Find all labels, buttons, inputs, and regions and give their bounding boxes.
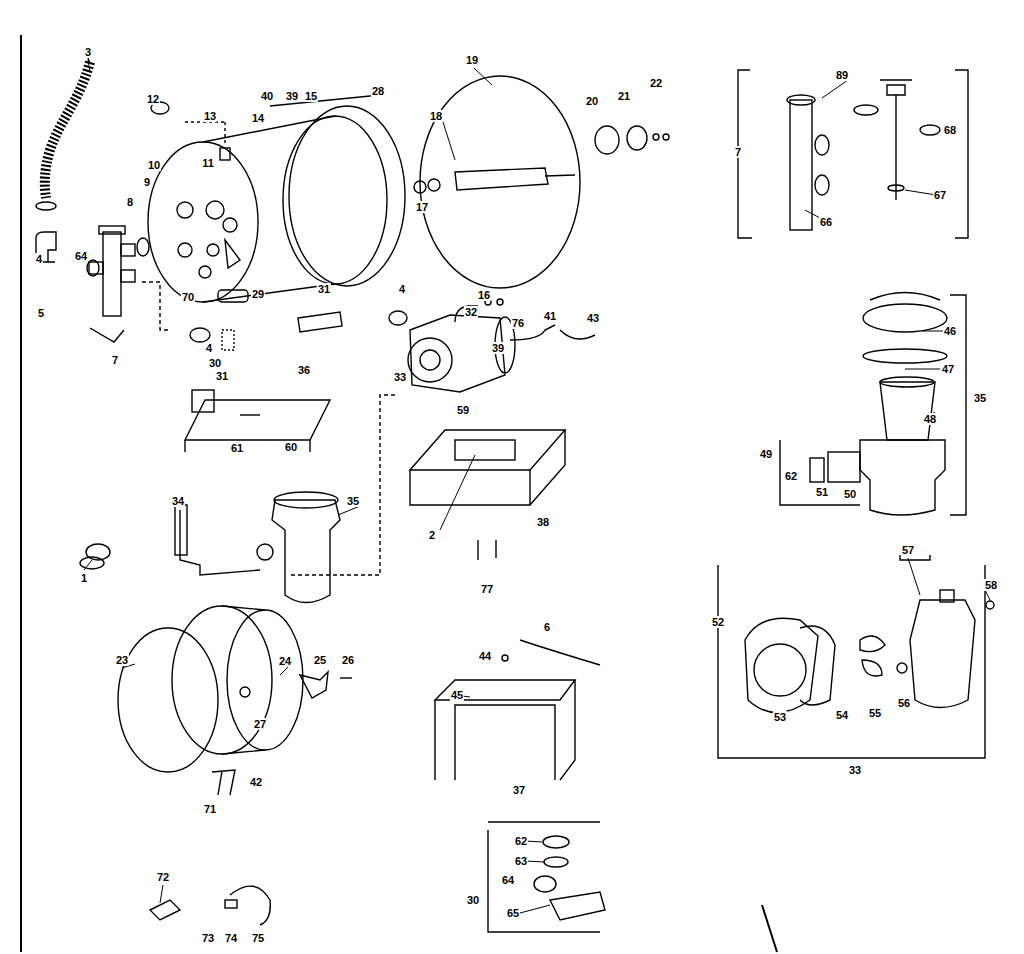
callout-number: 6 — [543, 621, 551, 633]
callout-number: 54 — [835, 709, 849, 721]
callout-number: 38 — [536, 516, 550, 528]
callout-number: 62 — [514, 835, 528, 847]
callout-number: 49 — [759, 448, 773, 460]
callout-number: 66 — [819, 216, 833, 228]
callout-number: 17 — [415, 201, 429, 213]
callout-number: 4 — [398, 283, 406, 295]
callout-number: 65 — [506, 907, 520, 919]
callout-number: 15 — [304, 90, 318, 102]
callout-number: 30 — [466, 894, 480, 906]
callout-number: 39 — [491, 342, 505, 354]
callout-number: 74 — [224, 932, 238, 944]
callout-number: 44 — [478, 650, 492, 662]
callout-number: 89 — [835, 69, 849, 81]
callout-number: 31 — [215, 370, 229, 382]
callout-number: 52 — [711, 616, 725, 628]
callout-number: 73 — [201, 932, 215, 944]
callout-number: 9 — [143, 176, 151, 188]
callout-number: 62 — [784, 470, 798, 482]
callout-number: 43 — [586, 312, 600, 324]
callout-number: 75 — [251, 932, 265, 944]
callout-number: 31 — [317, 283, 331, 295]
callout-number: 60 — [284, 441, 298, 453]
callout-number: 28 — [371, 85, 385, 97]
callout-number: 33 — [848, 764, 862, 776]
callout-number: 14 — [251, 112, 265, 124]
callout-number: 61 — [230, 442, 244, 454]
callout-number: 77 — [480, 583, 494, 595]
callout-number: 47 — [941, 363, 955, 375]
callout-number: 11 — [201, 157, 215, 169]
callout-number: 35 — [973, 392, 987, 404]
callout-number: 63 — [514, 855, 528, 867]
callout-number: 3 — [84, 46, 92, 58]
callout-number: 51 — [815, 486, 829, 498]
callout-number: 41 — [543, 310, 557, 322]
callout-number: 21 — [617, 90, 631, 102]
callout-number: 57 — [901, 544, 915, 556]
callout-number: 24 — [278, 655, 292, 667]
callout-number: 64 — [501, 874, 515, 886]
callout-number: 20 — [585, 95, 599, 107]
callout-number: 42 — [249, 776, 263, 788]
callout-number: 64 — [74, 250, 88, 262]
callout-number: 50 — [843, 488, 857, 500]
callout-number: 32 — [464, 306, 478, 318]
callout-number: 4 — [35, 253, 43, 265]
callout-number: 56 — [897, 697, 911, 709]
callout-number: 45 — [450, 689, 464, 701]
callout-number: 68 — [943, 124, 957, 136]
callout-number: 71 — [203, 803, 217, 815]
callout-number: 59 — [456, 404, 470, 416]
callout-number: 19 — [465, 54, 479, 66]
callout-number: 46 — [943, 325, 957, 337]
callout-number: 30 — [208, 357, 222, 369]
callout-number: 5 — [37, 307, 45, 319]
callout-number: 26 — [341, 654, 355, 666]
callout-number: 1 — [80, 572, 88, 584]
callout-number: 7 — [734, 146, 742, 158]
callout-number: 34 — [171, 495, 185, 507]
callout-number: 55 — [868, 707, 882, 719]
callout-number: 37 — [512, 784, 526, 796]
callout-number: 2 — [428, 529, 436, 541]
callout-number: 72 — [156, 871, 170, 883]
callout-number: 23 — [115, 654, 129, 666]
callout-number: 53 — [773, 711, 787, 723]
callout-number: 70 — [181, 291, 195, 303]
callout-number: 12 — [146, 93, 160, 105]
callout-number: 25 — [313, 654, 327, 666]
callout-number: 33 — [393, 371, 407, 383]
callout-number: 76 — [511, 317, 525, 329]
callout-number: 16 — [477, 289, 491, 301]
callout-number: 40 — [260, 90, 274, 102]
callout-number: 13 — [203, 110, 217, 122]
callout-number: 7 — [111, 354, 119, 366]
callout-number: 27 — [253, 718, 267, 730]
callout-number: 39 — [285, 90, 299, 102]
callout-number: 22 — [649, 77, 663, 89]
callout-number: 48 — [923, 413, 937, 425]
callout-number: 8 — [126, 196, 134, 208]
callout-number: 67 — [933, 189, 947, 201]
callout-number: 58 — [984, 579, 998, 591]
callout-number: 10 — [147, 159, 161, 171]
callout-number: 36 — [297, 364, 311, 376]
callout-number: 35 — [346, 495, 360, 507]
callout-number: 18 — [429, 110, 443, 122]
callout-number: 29 — [251, 288, 265, 300]
callout-number: 4 — [205, 342, 213, 354]
